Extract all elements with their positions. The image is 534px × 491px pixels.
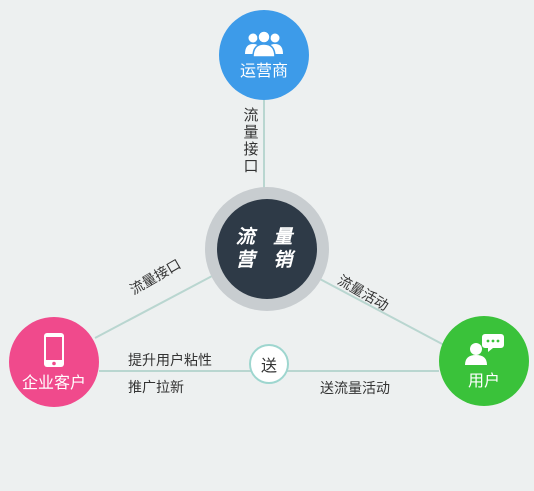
line-enterprise-center: [94, 274, 215, 339]
smartphone-icon: [44, 333, 64, 367]
user-chat-icon: [465, 334, 504, 365]
node-operator: 运营商: [219, 10, 309, 100]
center-title-line1: 流 量: [235, 226, 299, 248]
node-operator-label: 运营商: [239, 61, 288, 80]
send-badge: 送: [249, 344, 289, 384]
center-title-line2: 营 销: [235, 249, 299, 271]
edge-label-send-activity: 送流量活动: [320, 381, 390, 397]
line-center-user: [317, 277, 445, 346]
edge-label-operator-center: 流量接口: [243, 106, 259, 175]
node-enterprise-label: 企业客户: [21, 373, 86, 392]
node-user: 用户: [439, 316, 529, 406]
node-user-label: 用户: [467, 371, 500, 390]
edge-label-enterprise-user-upper: 提升用户粘性: [128, 353, 212, 369]
edge-label-enterprise-user-lower: 推广拉新: [128, 380, 184, 396]
node-enterprise: 企业客户: [9, 317, 99, 407]
center-hub: 流 量 营 销: [217, 199, 317, 299]
users-group-icon: [245, 30, 283, 58]
